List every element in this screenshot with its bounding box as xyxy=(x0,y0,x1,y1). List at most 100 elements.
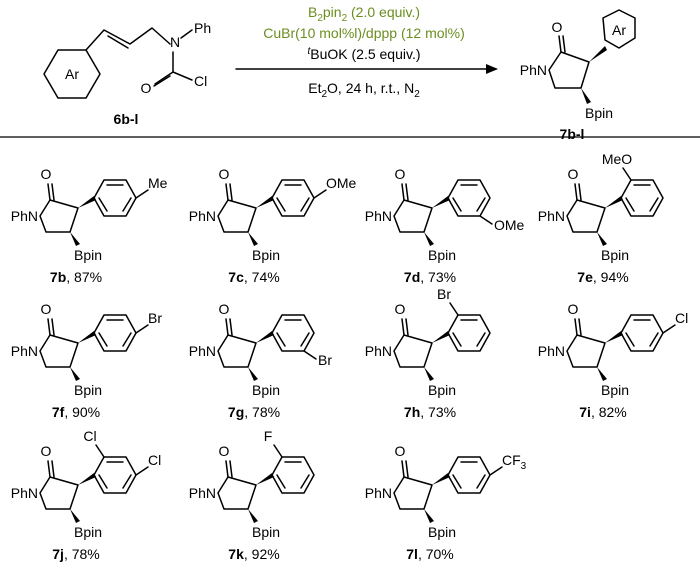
carbonyl-double-bond xyxy=(405,460,409,478)
substituent-label: F xyxy=(264,428,273,444)
aryl-inner-bond-3 xyxy=(98,474,108,489)
bpin-label: Bpin xyxy=(74,382,102,398)
aryl-inner-bond-2 xyxy=(122,474,132,489)
substituent-bond xyxy=(135,324,149,334)
aryl-inner-bond-2 xyxy=(122,332,132,347)
carbonyl-bond xyxy=(401,460,405,478)
aryl-inner-bond-2 xyxy=(476,474,486,489)
product-co-bond xyxy=(558,35,562,53)
pyrrolidinone-ring xyxy=(39,476,79,510)
aryl-wedge xyxy=(256,331,274,343)
phn-label: PhN xyxy=(189,208,216,224)
carbonyl-bond xyxy=(225,183,229,201)
substituent-bond xyxy=(135,189,149,199)
aryl-inner-bond-3 xyxy=(276,197,286,212)
bpin-label: Bpin xyxy=(252,247,280,263)
phn-label: PhN xyxy=(538,208,565,224)
oxygen-label: O xyxy=(41,443,52,459)
reaction-conditions: B2pin2 (2.0 equiv.) CuBr(10 mol%l)/dppp … xyxy=(235,4,498,100)
aryl-ring xyxy=(271,314,315,352)
carbonyl-bond xyxy=(47,460,51,478)
aryl-inner-bond-3 xyxy=(276,332,286,347)
substituent-bond xyxy=(95,444,105,458)
aryl-inner-bond-3 xyxy=(276,474,286,489)
aryl-inner-bond-3 xyxy=(98,332,108,347)
aryl-wedge xyxy=(432,473,450,485)
substituent-label: CF3 xyxy=(502,452,527,472)
substrate-compound-label: 6b-l xyxy=(114,111,139,127)
aryl-inner-bond-2 xyxy=(649,332,659,347)
bpin-label: Bpin xyxy=(601,382,629,398)
pyrrolidinone-ring xyxy=(566,334,606,368)
product-compound-label: 7b-l xyxy=(560,126,585,142)
substrate-n-label: N xyxy=(170,34,180,50)
aryl-wedge xyxy=(605,331,623,343)
oxygen-label: O xyxy=(41,301,52,317)
carbonyl-bond xyxy=(401,318,405,336)
product-ar-label: Ar xyxy=(612,22,626,38)
bpin-label: Bpin xyxy=(428,382,456,398)
aryl-wedge xyxy=(605,196,623,208)
substituent-label: Br xyxy=(318,352,332,368)
aryl-wedge xyxy=(78,331,96,343)
phn-label: PhN xyxy=(365,208,392,224)
carbonyl-double-bond xyxy=(578,318,582,336)
bpin-wedge xyxy=(70,509,80,523)
phn-label: PhN xyxy=(538,343,565,359)
aryl-wedge xyxy=(78,473,96,485)
compound-caption: 7j, 78% xyxy=(52,546,100,562)
compound-caption: 7d, 73% xyxy=(404,269,456,285)
aryl-inner-bond-2 xyxy=(300,197,310,212)
substituent-2-label: Cl xyxy=(148,452,161,468)
phn-label: PhN xyxy=(11,485,38,501)
bpin-wedge xyxy=(248,232,258,246)
carbonyl-double-bond xyxy=(405,183,409,201)
product-ar-ring xyxy=(602,9,636,49)
compound-caption: 7i, 82% xyxy=(579,404,627,420)
carbonyl-double-bond xyxy=(578,183,582,201)
substrate-cl-label: Cl xyxy=(194,73,207,89)
aryl-inner-bond-2 xyxy=(476,332,486,347)
substituent-bond xyxy=(303,350,317,360)
carbonyl-double-bond xyxy=(51,460,55,478)
substituent-label: Me xyxy=(148,175,168,191)
oxygen-label: O xyxy=(568,166,579,182)
substituent-label: Br xyxy=(437,286,451,302)
carbonyl-bond xyxy=(225,460,229,478)
carbonyl-double-bond xyxy=(229,460,233,478)
oxygen-label: O xyxy=(219,301,230,317)
carbonyl-bond xyxy=(225,318,229,336)
product-bpin-label: Bpin xyxy=(585,105,613,121)
aryl-inner-bond-3 xyxy=(625,332,635,347)
bpin-label: Bpin xyxy=(428,524,456,540)
bpin-wedge xyxy=(424,367,434,381)
compound-caption: 7l, 70% xyxy=(406,546,454,562)
bpin-wedge xyxy=(70,367,80,381)
condition-base: tBuOK (2.5 equiv.) xyxy=(307,46,420,62)
product-phn-label: PhN xyxy=(520,62,547,78)
substituent-bond xyxy=(489,466,503,476)
substrate-co-double-bond xyxy=(153,75,171,87)
aryl-ring xyxy=(447,179,491,217)
product-bpin-wedge xyxy=(581,88,591,104)
substituent-bond xyxy=(449,302,459,316)
aryl-wedge xyxy=(78,196,96,208)
substituent-bond xyxy=(273,444,283,458)
carbonyl-double-bond xyxy=(229,318,233,336)
product-o-label: O xyxy=(552,19,563,35)
product-co-double-bond xyxy=(562,35,566,53)
bpin-label: Bpin xyxy=(428,247,456,263)
bpin-label: Bpin xyxy=(252,382,280,398)
bpin-label: Bpin xyxy=(74,247,102,263)
condition-solvent-time-atmosphere: Et2O, 24 h, r.t., N2 xyxy=(308,80,420,100)
